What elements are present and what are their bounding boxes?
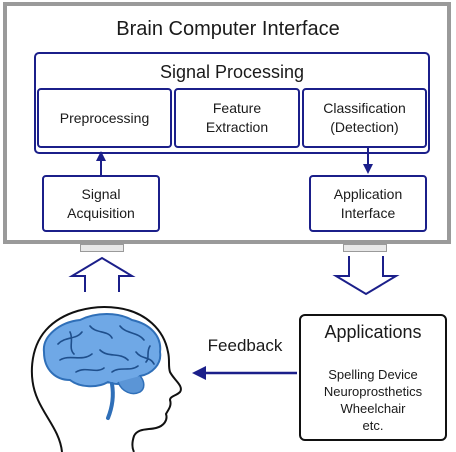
input-connector — [80, 244, 124, 252]
feature-extraction-box: Feature Extraction — [174, 88, 300, 148]
application-item: Wheelchair — [340, 401, 406, 416]
brain-to-bci-arrow — [68, 256, 136, 292]
classification-box: Classification (Detection) — [302, 88, 427, 148]
application-interface-label-1: Application — [333, 185, 403, 202]
application-interface-box: Application Interface — [309, 175, 427, 232]
applications-title: Applications — [324, 322, 422, 342]
application-interface-label-2: Interface — [340, 204, 396, 221]
signal-acquisition-label-1: Signal — [81, 185, 121, 202]
feature-extraction-label-1: Feature — [212, 100, 262, 116]
applications-list: Spelling Device Neuroprosthetics Wheelch… — [299, 366, 447, 434]
classification-label-2: (Detection) — [330, 119, 399, 135]
bci-title: Brain Computer Interface — [116, 18, 340, 40]
signal-acquisition-label-2: Acquisition — [67, 204, 135, 221]
feature-extraction-label-2: Extraction — [205, 119, 269, 135]
preprocessing-box: Preprocessing — [37, 88, 172, 148]
classification-label-1: Classification — [323, 100, 406, 116]
output-connector — [343, 244, 387, 252]
application-item: Neuroprosthetics — [323, 384, 423, 399]
preprocessing-label: Preprocessing — [59, 109, 150, 126]
signal-processing-box — [34, 52, 430, 154]
signal-processing-title: Signal Processing — [159, 62, 305, 82]
feedback-arrow — [192, 366, 297, 380]
classification-to-interface-arrow — [363, 148, 373, 174]
bci-to-applications-arrow — [332, 256, 400, 296]
applications-box — [299, 314, 447, 441]
signal-acquisition-box: Signal Acquisition — [42, 175, 160, 232]
acquisition-to-preprocessing-arrow — [96, 151, 106, 175]
application-item: Spelling Device — [328, 367, 418, 382]
feedback-label: Feedback — [207, 336, 283, 355]
application-item: etc. — [362, 418, 384, 433]
brain-icon — [42, 313, 162, 420]
